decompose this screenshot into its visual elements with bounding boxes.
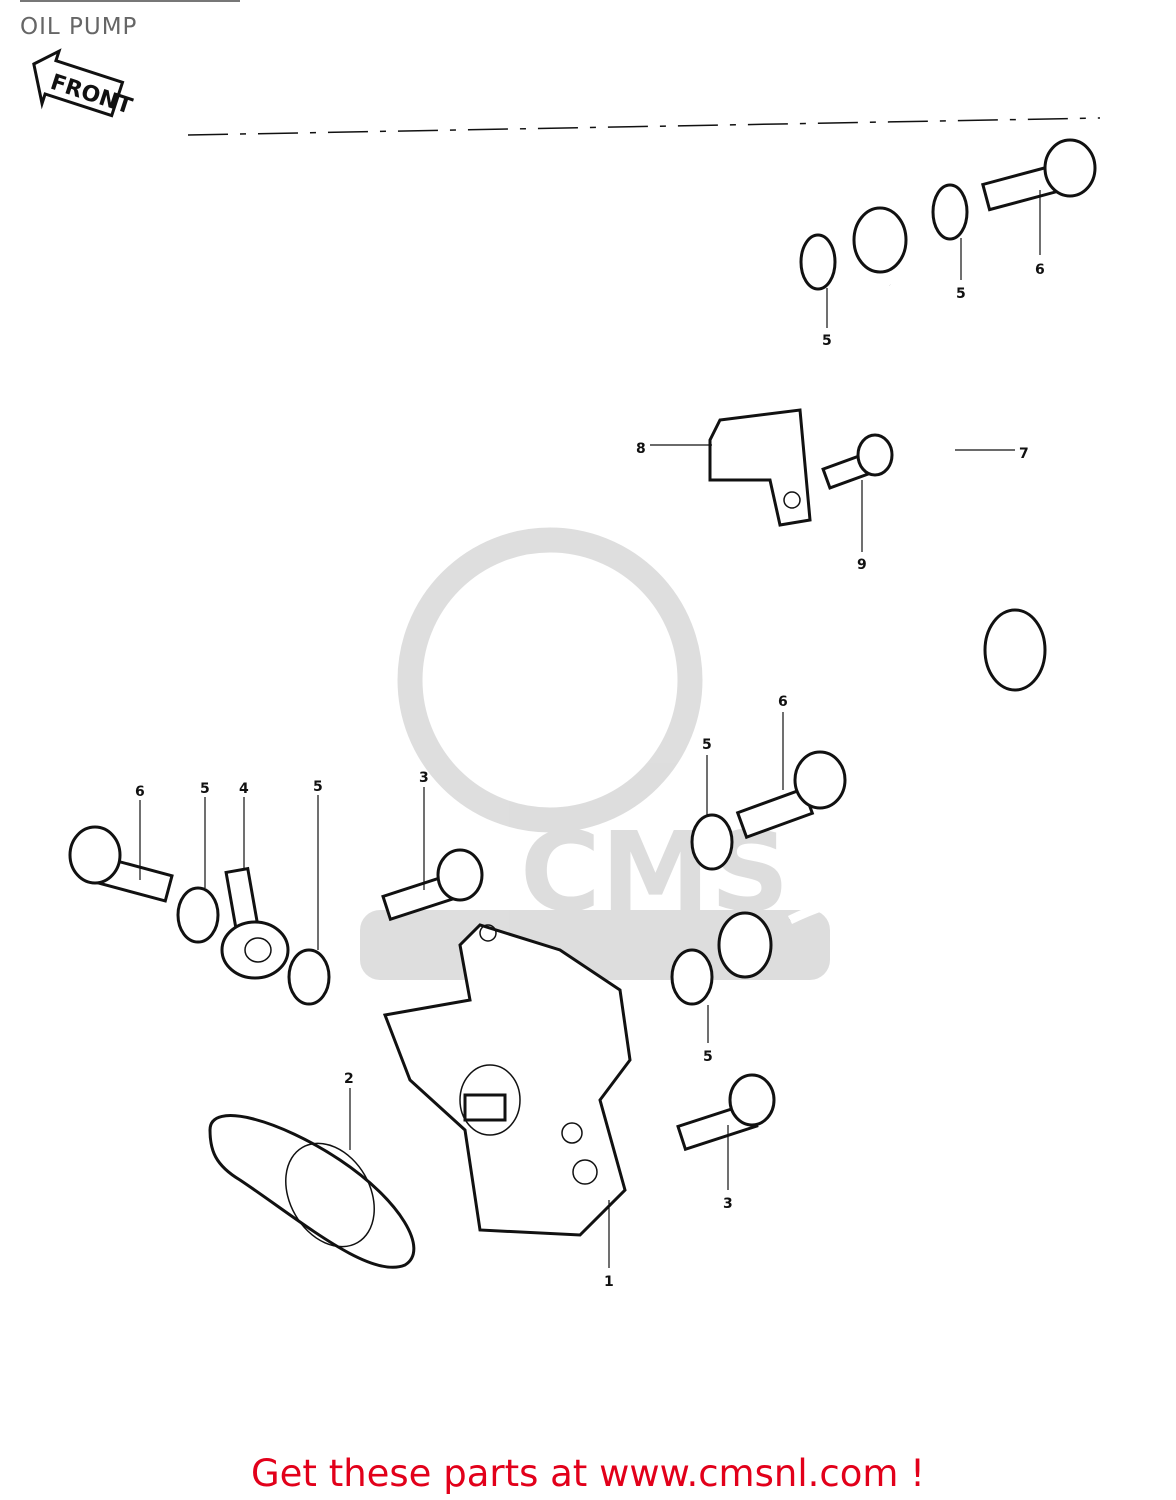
pump-screw bbox=[381, 848, 484, 922]
banjo-fitting-top bbox=[852, 206, 908, 274]
callout-4: 4 bbox=[239, 781, 249, 797]
callouts bbox=[139, 190, 1041, 1268]
pump-screw bbox=[676, 1073, 776, 1152]
grommet bbox=[983, 608, 1047, 692]
washer bbox=[690, 813, 734, 871]
callout-5: 5 bbox=[702, 737, 712, 753]
callout-3: 3 bbox=[419, 770, 429, 786]
washer bbox=[931, 183, 969, 241]
callout-9: 9 bbox=[857, 557, 867, 573]
footer-link[interactable]: Get these parts at www.cmsnl.com ! bbox=[250, 1452, 925, 1495]
washer bbox=[176, 886, 220, 944]
gasket bbox=[208, 1114, 416, 1269]
callout-1: 1 bbox=[604, 1274, 614, 1290]
washer bbox=[287, 948, 331, 1006]
callout-2: 2 bbox=[344, 1071, 354, 1087]
callout-5: 5 bbox=[313, 779, 323, 795]
center-line bbox=[187, 117, 1101, 136]
callout-6: 6 bbox=[135, 784, 145, 800]
callout-8: 8 bbox=[636, 441, 646, 457]
callout-6: 6 bbox=[778, 694, 788, 710]
banjo-bolt bbox=[980, 138, 1097, 212]
washer bbox=[670, 948, 714, 1006]
callout-5: 5 bbox=[956, 286, 966, 302]
banjo-bolt bbox=[68, 825, 174, 903]
callout-6: 6 bbox=[1035, 262, 1045, 278]
oil-pump bbox=[382, 923, 632, 1237]
screw bbox=[821, 433, 894, 490]
top-rule bbox=[20, 0, 240, 2]
callout-5: 5 bbox=[822, 333, 832, 349]
callout-5: 5 bbox=[200, 781, 210, 797]
callout-7: 7 bbox=[1019, 446, 1029, 462]
front-direction-arrow-icon: FRONT bbox=[32, 48, 135, 120]
watermark: CMS bbox=[360, 527, 830, 980]
callout-5: 5 bbox=[703, 1049, 713, 1065]
oil-pipe bbox=[789, 284, 1072, 921]
banjo-fitting bbox=[220, 866, 290, 980]
page-title: OIL PUMP bbox=[20, 14, 138, 40]
callout-3: 3 bbox=[723, 1196, 733, 1212]
banjo-fitting-bottom bbox=[717, 911, 773, 979]
washer bbox=[799, 233, 837, 291]
banjo-bolt bbox=[735, 750, 847, 840]
